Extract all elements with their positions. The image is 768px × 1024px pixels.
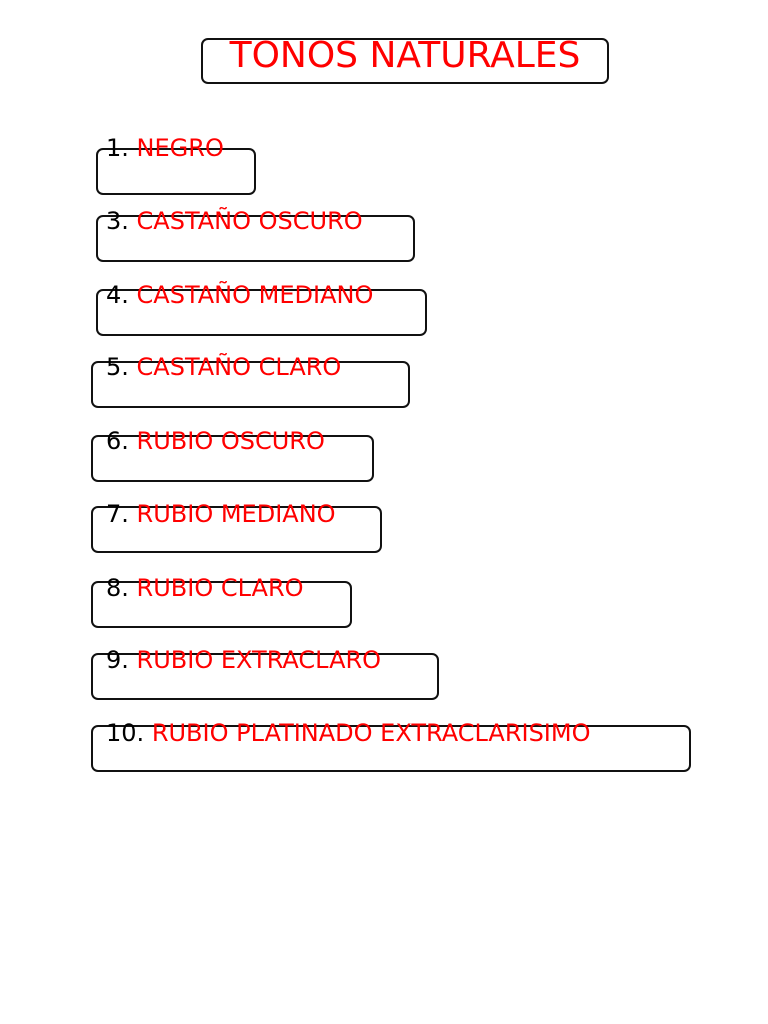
item-number: 6. <box>106 427 129 455</box>
list-item-3: 4. CASTAÑO MEDIANO <box>106 281 373 309</box>
list-item-7: 8. RUBIO CLARO <box>106 574 304 602</box>
list-item-6: 7. RUBIO MEDIANO <box>106 500 336 528</box>
item-name: CASTAÑO CLARO <box>136 353 342 381</box>
answer-box-6 <box>91 506 382 553</box>
list-item-9: 10. RUBIO PLATINADO EXTRACLARISIMO <box>106 719 590 747</box>
item-number: 8. <box>106 574 129 602</box>
item-number: 9. <box>106 646 129 674</box>
list-item-2: 3. CASTAÑO OSCURO <box>106 207 363 235</box>
item-name: RUBIO OSCURO <box>136 427 325 455</box>
item-number: 7. <box>106 500 129 528</box>
list-item-4: 5. CASTAÑO CLARO <box>106 353 341 381</box>
list-item-8: 9. RUBIO EXTRACLARO <box>106 646 381 674</box>
item-name: RUBIO PLATINADO EXTRACLARISIMO <box>151 719 591 747</box>
answer-box-3 <box>96 289 427 336</box>
answer-box-7 <box>91 581 352 628</box>
title-box <box>201 38 609 84</box>
item-number: 1. <box>106 134 129 162</box>
item-number: 4. <box>106 281 129 309</box>
answer-box-8 <box>91 653 439 700</box>
answer-box-5 <box>91 435 374 482</box>
item-name: RUBIO CLARO <box>136 574 304 602</box>
page-title: TONOS NATURALES <box>229 35 581 76</box>
item-number: 3. <box>106 207 129 235</box>
item-name: NEGRO <box>136 134 224 162</box>
answer-box-2 <box>96 215 415 262</box>
answer-box-1 <box>96 148 256 195</box>
item-name: RUBIO MEDIANO <box>136 500 336 528</box>
answer-box-4 <box>91 361 410 408</box>
item-number: 10. <box>106 719 145 747</box>
item-name: CASTAÑO OSCURO <box>136 207 363 235</box>
item-name: CASTAÑO MEDIANO <box>136 281 374 309</box>
item-number: 5. <box>106 353 129 381</box>
list-item-1: 1. NEGRO <box>106 134 224 162</box>
list-item-5: 6. RUBIO OSCURO <box>106 427 325 455</box>
answer-box-9 <box>91 725 691 772</box>
item-name: RUBIO EXTRACLARO <box>136 646 382 674</box>
